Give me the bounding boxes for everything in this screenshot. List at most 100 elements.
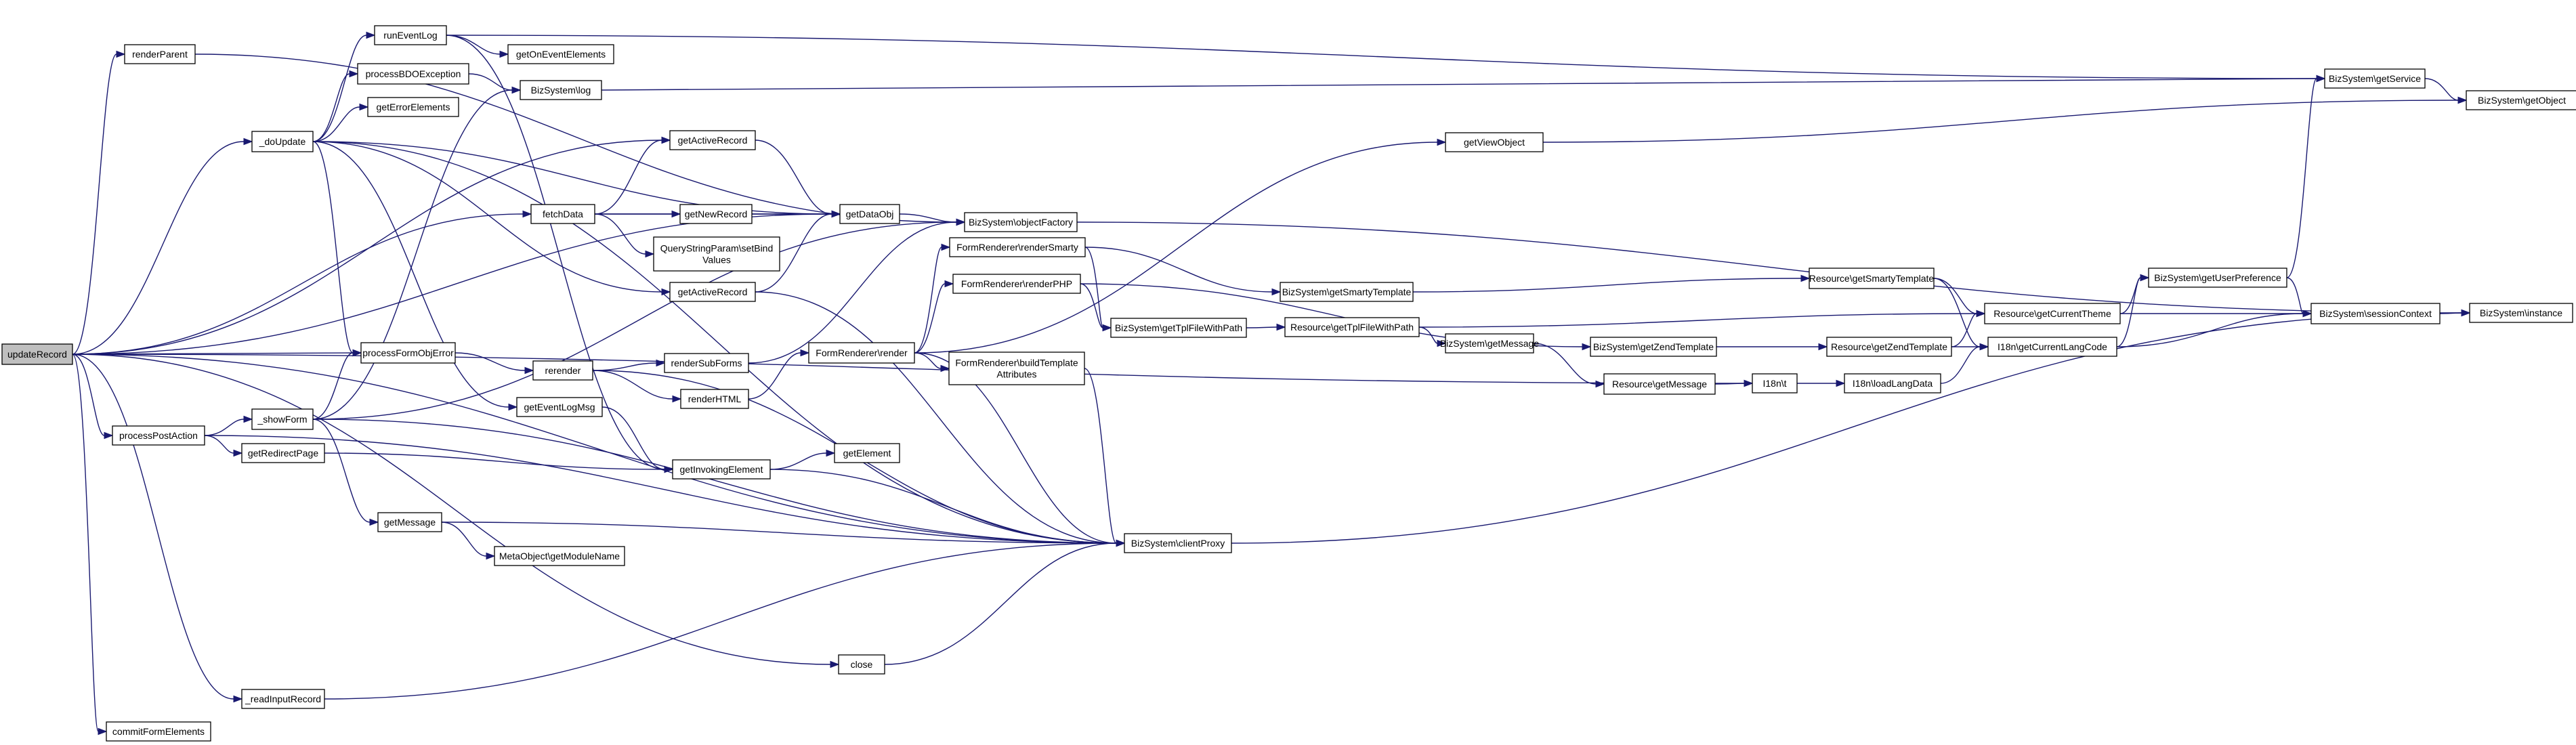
node-biz-log[interactable]: BizSystem\log bbox=[520, 80, 602, 100]
edge-line bbox=[312, 419, 1117, 544]
node-rerender[interactable]: rerender bbox=[532, 360, 593, 381]
edge-line bbox=[204, 419, 245, 436]
edge-arrowhead bbox=[2457, 96, 2468, 104]
node-label: Resource\getTplFileWithPath bbox=[1290, 322, 1414, 333]
node-biz-instance[interactable]: BizSystem\instance bbox=[2469, 303, 2573, 323]
node-fetch-data[interactable]: fetchData bbox=[530, 204, 595, 224]
node-label: getActiveRecord bbox=[678, 286, 748, 297]
node-res-get-smarty-template[interactable]: Resource\getSmartyTemplate bbox=[1809, 268, 1935, 289]
edge-get-message-to-meta-get-module-name bbox=[441, 522, 496, 560]
node-biz-get-zend-template[interactable]: BizSystem\getZendTemplate bbox=[1590, 337, 1717, 357]
node-get-event-log-msg[interactable]: getEventLogMsg bbox=[516, 397, 603, 417]
node-get-active-record2[interactable]: getActiveRecord bbox=[669, 282, 756, 302]
node-get-error-elements[interactable]: getErrorElements bbox=[367, 97, 459, 117]
node-update-record[interactable]: updateRecord bbox=[1, 343, 73, 365]
edge-biz-log-to-biz-get-service bbox=[601, 74, 2326, 91]
node-fr-render-php[interactable]: FormRenderer\renderPHP bbox=[952, 274, 1081, 294]
edge-arrowhead bbox=[2316, 74, 2326, 83]
node-box bbox=[241, 443, 325, 463]
edge-line bbox=[72, 354, 105, 436]
node-label: BizSystem\getSmartyTemplate bbox=[1282, 286, 1412, 297]
node-run-event-log[interactable]: runEventLog bbox=[374, 25, 447, 45]
node-commit-form-elements[interactable]: commitFormElements bbox=[106, 721, 211, 742]
node-biz-client-proxy[interactable]: BizSystem\clientProxy bbox=[1124, 533, 1232, 553]
node-render-html[interactable]: renderHTML bbox=[680, 389, 749, 409]
node-label: MetaObject\getModuleName bbox=[499, 551, 620, 561]
node-get-active-record1[interactable]: getActiveRecord bbox=[669, 130, 756, 150]
node-label: runEventLog bbox=[383, 30, 437, 41]
edge-get-message-to-biz-client-proxy bbox=[441, 522, 1126, 547]
node-label: Resource\getSmartyTemplate bbox=[1809, 273, 1935, 284]
node-biz-get-object[interactable]: BizSystem\getObject bbox=[2466, 90, 2576, 110]
node-read-input-record[interactable]: _readInputRecord bbox=[241, 689, 325, 709]
node-box bbox=[1984, 303, 2121, 324]
edge-res-get-zend-template-to-i18n-get-current-lang-code bbox=[1951, 343, 1989, 351]
node-label: FormRenderer\renderSmarty bbox=[956, 242, 1078, 253]
node-label: _readInputRecord bbox=[245, 694, 321, 704]
edge-line bbox=[312, 352, 354, 420]
node-process-post-action[interactable]: processPostAction bbox=[112, 425, 205, 446]
node-box bbox=[2469, 303, 2573, 323]
node-label: BizSystem\getService bbox=[2329, 73, 2421, 84]
node-process-bdoexception[interactable]: processBDOException bbox=[357, 63, 469, 85]
node-i18n-load-lang-data[interactable]: I18n\loadLangData bbox=[1844, 373, 1941, 393]
node-close[interactable]: close bbox=[838, 654, 885, 675]
edge-fr-render-php-to-biz-get-tpl-file-with-path bbox=[1080, 283, 1112, 332]
edge-arrowhead bbox=[499, 50, 509, 58]
node-biz-get-message[interactable]: BizSystem\getMessage bbox=[1440, 333, 1539, 354]
call-graph-edges bbox=[72, 31, 2471, 736]
node-biz-session-context[interactable]: BizSystem\sessionContext bbox=[2310, 303, 2441, 324]
node-res-get-tpl-file-with-path[interactable]: Resource\getTplFileWithPath bbox=[1284, 317, 1420, 337]
node-process-form-obj-error[interactable]: processFormObjError bbox=[360, 342, 456, 364]
edge-biz-get-user-preference-to-biz-session-context bbox=[2286, 277, 2313, 318]
node-render-sub-forms[interactable]: renderSubForms bbox=[664, 353, 749, 373]
edge-biz-get-service-to-biz-get-object bbox=[2424, 78, 2468, 104]
node-box bbox=[949, 237, 1086, 257]
edge-arrowhead bbox=[1437, 138, 1447, 146]
edge-res-get-current-theme-to-biz-session-context bbox=[2120, 310, 2313, 318]
edge-show-form-to-biz-log bbox=[312, 86, 522, 420]
edge-arrowhead bbox=[508, 403, 518, 411]
edge-render-html-to-fr-render bbox=[748, 349, 810, 400]
node-res-get-current-theme[interactable]: Resource\getCurrentTheme bbox=[1984, 303, 2121, 324]
edge-arrowhead bbox=[524, 366, 534, 375]
edge-line bbox=[324, 452, 665, 470]
edge-line bbox=[1933, 278, 1977, 314]
node-get-data-obj[interactable]: getDataObj bbox=[839, 204, 900, 224]
node-box bbox=[516, 397, 603, 417]
node-biz-get-tpl-file-with-path[interactable]: BizSystem\getTplFileWithPath bbox=[1110, 318, 1247, 338]
node-res-get-zend-template[interactable]: Resource\getZendTemplate bbox=[1826, 337, 1952, 357]
edge-i18n-t-to-i18n-load-lang-data bbox=[1796, 379, 1846, 387]
node-get-invoking-element[interactable]: getInvokingElement bbox=[672, 459, 771, 480]
node-do-update[interactable]: _doUpdate bbox=[251, 131, 314, 152]
edge-line bbox=[446, 35, 2317, 79]
node-res-get-message[interactable]: Resource\getMessage bbox=[1603, 373, 1716, 395]
node-i18n-t[interactable]: I18n\t bbox=[1752, 373, 1798, 393]
node-meta-get-module-name[interactable]: MetaObject\getModuleName bbox=[494, 546, 625, 566]
node-i18n-get-current-lang-code[interactable]: I18n\getCurrentLangCode bbox=[1987, 337, 2117, 357]
edge-arrowhead bbox=[1800, 274, 1811, 282]
node-label: BizSystem\clientProxy bbox=[1131, 538, 1225, 549]
node-get-view-object[interactable]: getViewObject bbox=[1445, 132, 1544, 152]
node-box bbox=[680, 389, 749, 409]
node-label: renderHTML bbox=[688, 393, 742, 404]
edge-line bbox=[312, 141, 509, 408]
node-render-parent[interactable]: renderParent bbox=[124, 44, 196, 64]
node-biz-get-smarty-template[interactable]: BizSystem\getSmartyTemplate bbox=[1280, 282, 1414, 302]
node-biz-object-factory[interactable]: BizSystem\objectFactory bbox=[964, 212, 1078, 232]
edge-line bbox=[72, 354, 99, 732]
node-biz-get-service[interactable]: BizSystem\getService bbox=[2324, 68, 2426, 89]
node-show-form[interactable]: _showForm bbox=[251, 408, 314, 430]
edge-fr-render-smarty-to-biz-get-smarty-template bbox=[1084, 247, 1282, 296]
node-fr-render-smarty[interactable]: FormRenderer\renderSmarty bbox=[949, 237, 1086, 257]
node-get-new-record[interactable]: getNewRecord bbox=[679, 204, 753, 224]
node-fr-render[interactable]: FormRenderer\render bbox=[808, 342, 915, 364]
node-get-on-event-elements[interactable]: getOnEventElements bbox=[507, 44, 614, 64]
node-box bbox=[532, 360, 593, 381]
node-get-element[interactable]: getElement bbox=[834, 443, 900, 463]
node-get-redirect-page[interactable]: getRedirectPage bbox=[241, 443, 325, 463]
node-biz-get-user-preference[interactable]: BizSystem\getUserPreference bbox=[2148, 268, 2287, 288]
node-get-message[interactable]: getMessage bbox=[377, 512, 442, 532]
